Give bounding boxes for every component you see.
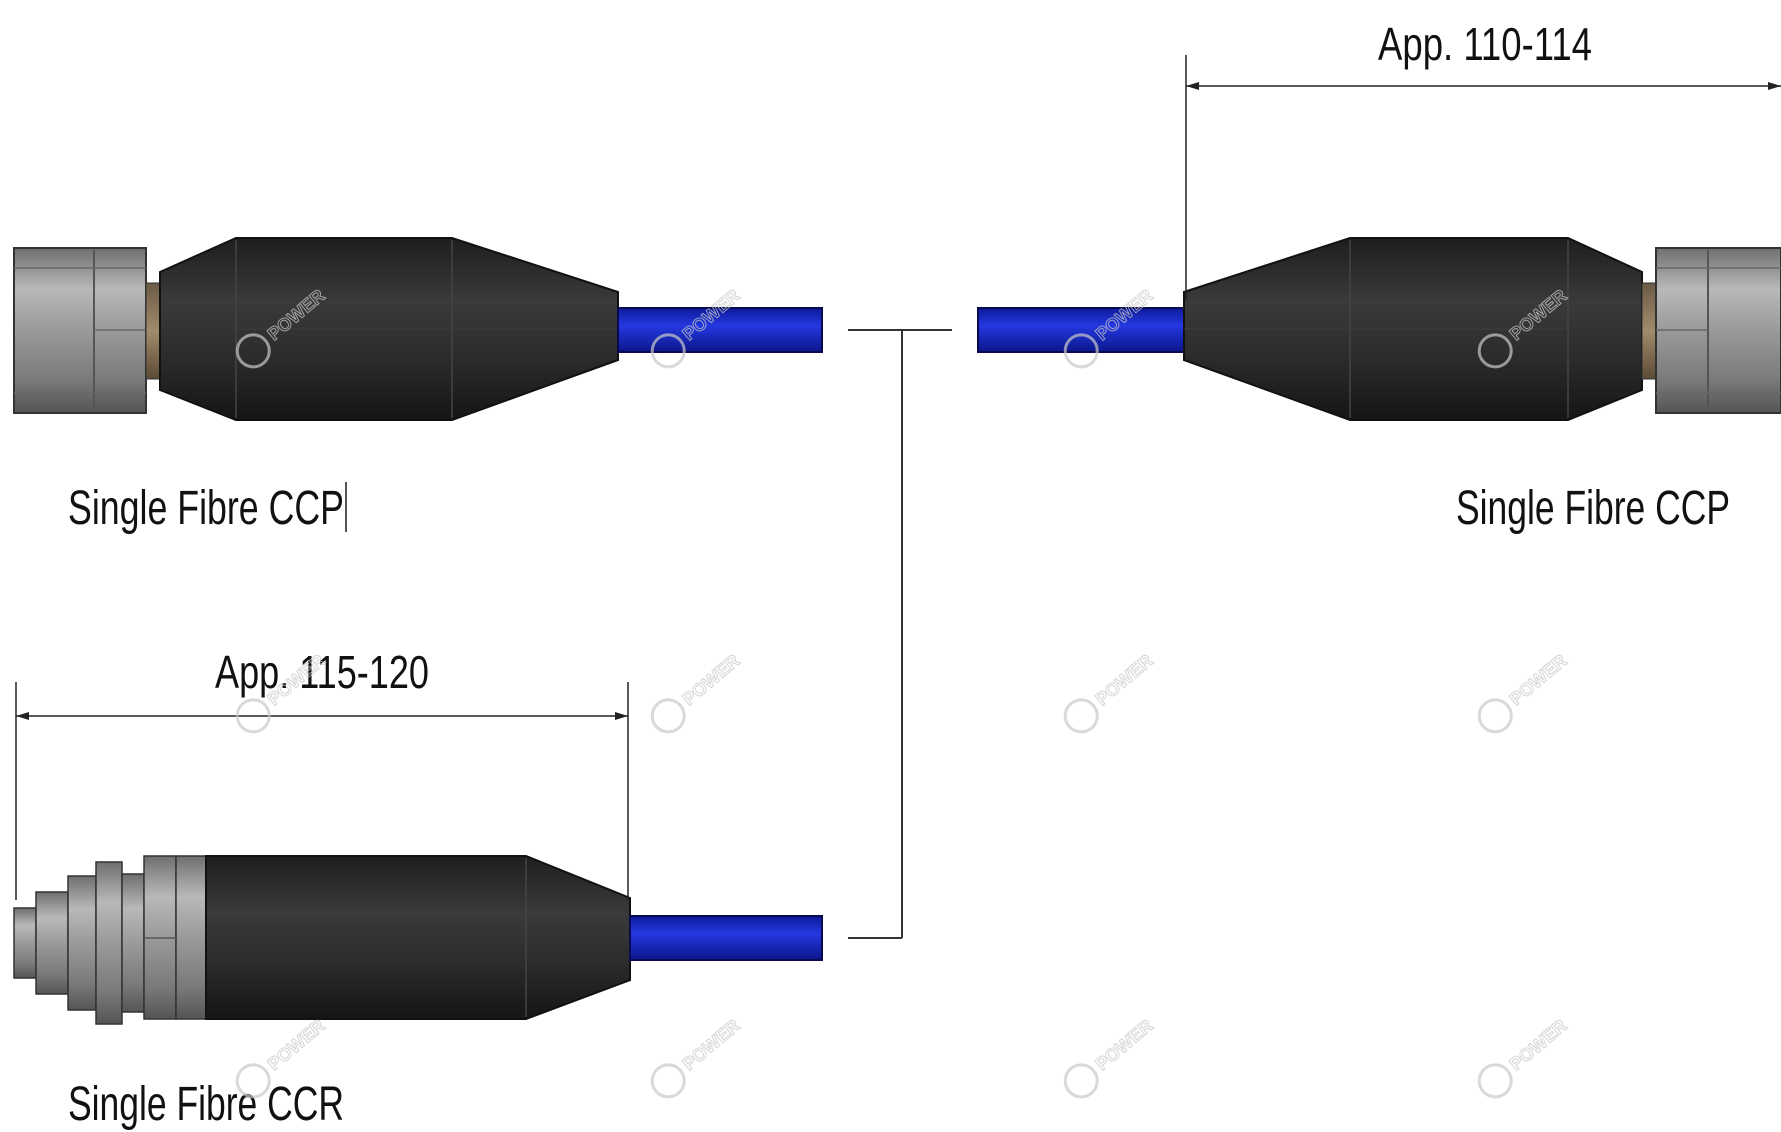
svg-text:POWER: POWER <box>1092 1015 1157 1074</box>
connector-label: Single Fibre CCR <box>68 1078 344 1131</box>
fibre-cable <box>629 915 823 961</box>
receptacle-body <box>143 855 207 1020</box>
ferrule-ring <box>145 282 161 380</box>
svg-text:POWER: POWER <box>1506 1015 1571 1074</box>
connector-label: Single Fibre CCP <box>68 482 344 535</box>
ccp-connector-top-right <box>977 237 1781 421</box>
front-insert <box>13 861 145 1025</box>
dimension-top-right: App. 110-114 <box>1185 18 1781 300</box>
connector-label: Single Fibre CCP <box>1456 482 1730 535</box>
coupling-nut <box>13 247 147 414</box>
svg-text:POWER: POWER <box>1506 650 1571 709</box>
fibre-cable <box>977 307 1185 353</box>
watermark-logo: POWER <box>1477 650 1571 734</box>
watermark-logo: POWER <box>650 1015 744 1099</box>
dimension-label: App. 110-114 <box>1378 18 1592 70</box>
watermark-logo: POWER <box>1063 1015 1157 1099</box>
ccp-connector-top-left <box>13 237 823 421</box>
coupling-nut <box>1655 247 1781 414</box>
dimension-bottom-left: App. 115-120 <box>15 646 629 900</box>
watermark-logo: POWER <box>1477 1015 1571 1099</box>
rubber-boot <box>205 855 631 1020</box>
svg-text:POWER: POWER <box>679 1015 744 1074</box>
ferrule-ring <box>1641 282 1657 380</box>
svg-text:POWER: POWER <box>1092 650 1157 709</box>
watermark-logo: POWER <box>1063 650 1157 734</box>
watermark-logo: POWER <box>650 650 744 734</box>
dimension-label: App. 115-120 <box>215 646 429 698</box>
svg-text:POWER: POWER <box>679 650 744 709</box>
cable-junction-bracket <box>848 329 952 939</box>
ccr-connector-bottom-left <box>13 855 823 1025</box>
svg-text:POWER: POWER <box>264 1015 329 1074</box>
